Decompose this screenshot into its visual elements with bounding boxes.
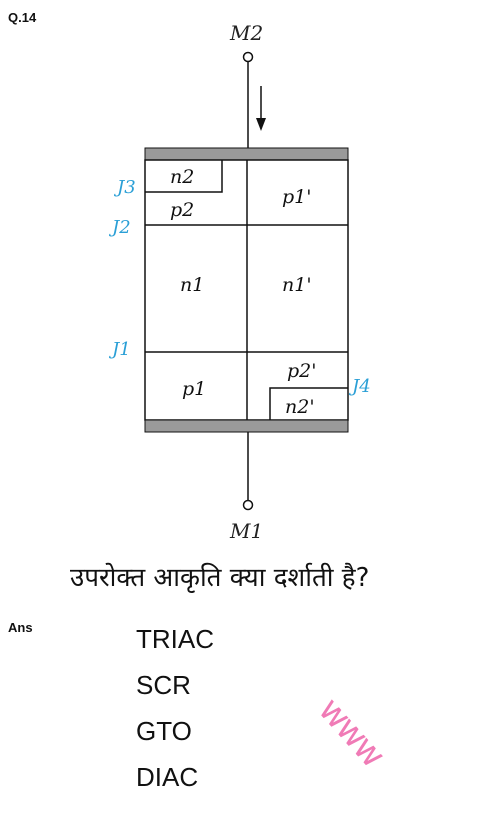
terminal-m2-label: M2 <box>229 21 263 45</box>
option-gto[interactable]: GTO <box>136 716 192 746</box>
terminal-m2-circle <box>242 51 254 63</box>
region-p2-prime: p2' <box>287 360 316 382</box>
answer-options: TRIAC SCR GTO DIAC <box>136 616 214 800</box>
option-triac[interactable]: TRIAC <box>136 624 214 654</box>
top-electrode <box>144 147 349 161</box>
region-p1: p1 <box>182 378 206 400</box>
region-n2-prime: n2' <box>285 396 315 418</box>
junction-j4-label: J4 <box>348 376 371 397</box>
region-n1-prime: n1' <box>282 274 312 296</box>
bottom-electrode <box>144 419 349 433</box>
region-p2: p2 <box>170 199 194 221</box>
junction-j3-label: J3 <box>113 177 136 198</box>
region-n1: n1 <box>180 274 204 296</box>
terminal-m1-circle <box>242 499 254 511</box>
option-diac[interactable]: DIAC <box>136 762 199 792</box>
n2-region-border <box>145 160 223 193</box>
watermark-text: www <box>310 690 392 775</box>
n2-prime-region-border <box>269 387 348 420</box>
junction-j2-label: J2 <box>108 217 131 238</box>
option-scr[interactable]: SCR <box>136 670 191 700</box>
question-number: Q.14 <box>8 10 37 25</box>
terminal-m1-label: M1 <box>229 519 263 543</box>
answer-label: Ans <box>8 620 33 635</box>
current-arrow-icon <box>256 86 266 131</box>
question-text: उपरोक्त आकृति क्या दर्शाती है? <box>70 563 370 593</box>
region-p1-prime: p1' <box>282 186 311 208</box>
region-n2: n2 <box>170 166 194 188</box>
triac-structure-diagram: M2 n2 p2 p1' n1 n1' p1 p2' n2' J3 J2 J1 … <box>108 21 371 543</box>
junction-j1-label: J1 <box>108 339 131 360</box>
